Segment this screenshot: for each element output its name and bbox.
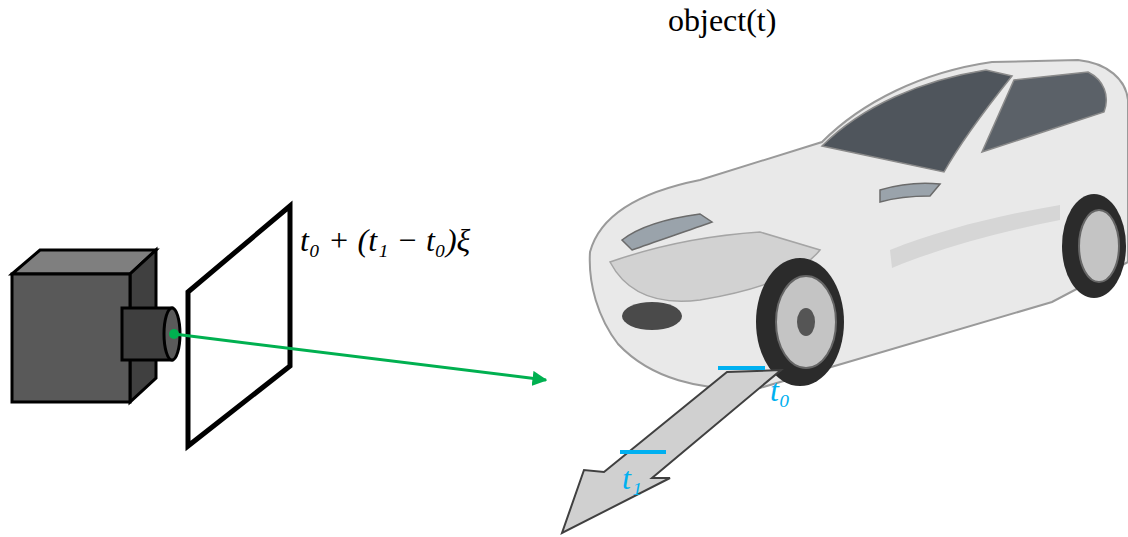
object-label: object(t) [668, 2, 776, 38]
label-holder: object(t) [668, 2, 776, 39]
label-holder: t₀ + (t₁ − t₀)ξ [300, 222, 470, 259]
ray-origin [169, 329, 179, 339]
car [590, 60, 1128, 389]
camera [12, 250, 180, 402]
image-plane [188, 206, 290, 446]
time-tick [620, 450, 666, 454]
label-holder: t₁ [622, 460, 642, 497]
motion-arrow [562, 370, 781, 533]
ray-arrow [174, 334, 546, 380]
time-label: t₀ [770, 372, 790, 408]
label-holder: t₀ [770, 372, 790, 409]
ray-time-label: t₀ + (t₁ − t₀)ξ [300, 222, 470, 258]
time-tick [718, 366, 765, 370]
time-label: t₁ [622, 460, 642, 496]
